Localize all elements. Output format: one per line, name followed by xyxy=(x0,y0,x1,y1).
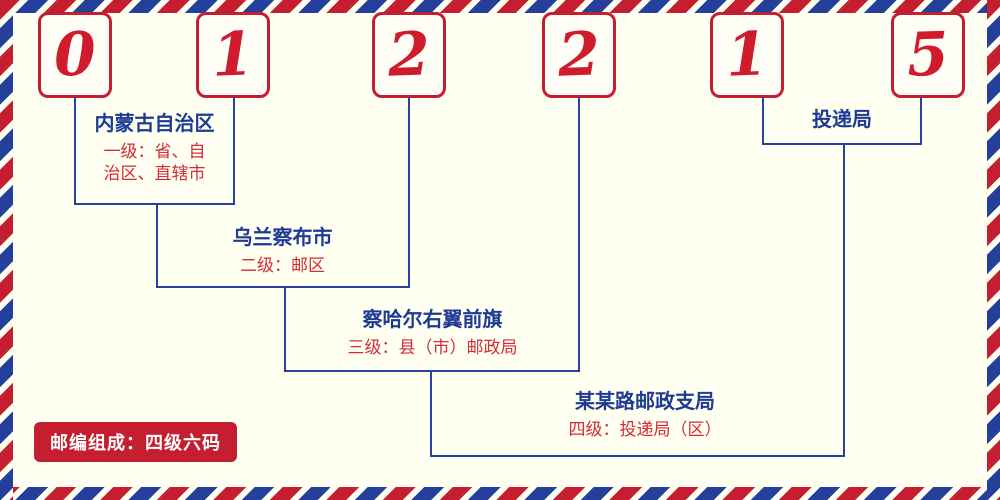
connector-line xyxy=(74,97,76,203)
level3-title: 察哈尔右翼前旗 xyxy=(362,309,503,331)
level4-title: 某某路邮政支局 xyxy=(575,391,715,413)
digit-2: 1 xyxy=(210,19,256,91)
digit-5: 1 xyxy=(724,19,770,91)
connector-line xyxy=(156,286,410,288)
level1-desc-line2: 治区、直辖市 xyxy=(103,164,206,183)
airmail-border-right xyxy=(987,0,1000,500)
level3-desc: 三级：县（市）邮政局 xyxy=(347,338,518,357)
level2-label: 乌兰察布市 二级：邮区 xyxy=(170,226,395,277)
postal-code-composition-badge: 邮编组成：四级六码 xyxy=(34,422,237,462)
digit-box-5: 1 xyxy=(710,12,784,98)
level1-label: 内蒙古自治区 一级：省、自 治区、直辖市 xyxy=(72,112,237,185)
digit-box-1: 0 xyxy=(38,12,112,98)
level1-desc-line1: 一级：省、自 xyxy=(103,142,206,161)
digit-box-2: 1 xyxy=(196,12,270,98)
digit-4: 2 xyxy=(556,19,602,91)
connector-line xyxy=(762,143,922,145)
digit-1: 0 xyxy=(52,19,98,91)
connector-line xyxy=(762,97,764,145)
digit-3: 2 xyxy=(386,19,432,91)
connector-line xyxy=(430,455,845,457)
connector-line xyxy=(920,97,922,145)
connector-line xyxy=(284,286,286,372)
level3-label: 察哈尔右翼前旗 三级：县（市）邮政局 xyxy=(285,308,580,359)
airmail-border-top xyxy=(0,0,1000,13)
level1-title: 内蒙古自治区 xyxy=(94,113,215,135)
level5-label: 投递局 xyxy=(772,108,912,132)
connector-line xyxy=(578,97,580,372)
level4-label: 某某路邮政支局 四级：投递局（区） xyxy=(500,390,790,441)
airmail-border-left xyxy=(0,0,13,500)
digit-box-6: 5 xyxy=(891,12,965,98)
connector-line xyxy=(233,97,235,203)
connector-line xyxy=(156,203,158,288)
connector-line xyxy=(74,203,235,205)
level2-title: 乌兰察布市 xyxy=(232,227,333,249)
level5-title: 投递局 xyxy=(812,109,872,131)
connector-line xyxy=(430,370,432,457)
connector-line xyxy=(843,145,845,457)
airmail-border-bottom xyxy=(0,487,1000,500)
level2-desc: 二级：邮区 xyxy=(240,256,325,275)
digit-box-4: 2 xyxy=(542,12,616,98)
connector-line xyxy=(408,97,410,288)
digit-6: 5 xyxy=(905,19,951,91)
digit-box-3: 2 xyxy=(372,12,446,98)
level4-desc: 四级：投递局（区） xyxy=(568,420,722,439)
connector-line xyxy=(284,370,580,372)
